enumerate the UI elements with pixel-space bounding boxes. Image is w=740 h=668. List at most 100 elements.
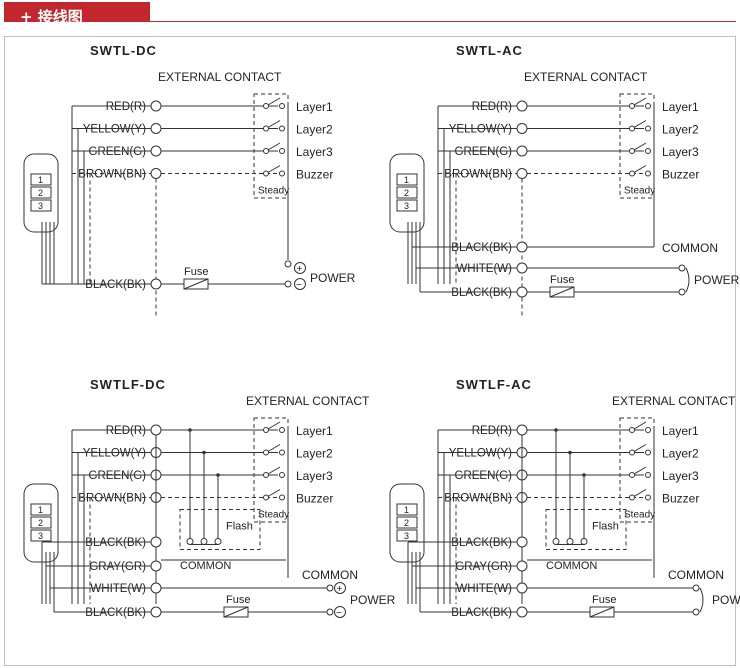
- wire-label: YELLOW(Y): [449, 124, 512, 136]
- wire-label: WHITE(W): [90, 583, 146, 595]
- wire-label: RED(R): [106, 425, 146, 437]
- minus-symbol: [294, 278, 306, 290]
- flash-terminal: [552, 538, 560, 545]
- flash-label: Flash: [226, 521, 253, 533]
- layer-label: Layer2: [296, 447, 333, 461]
- plus-symbol: [294, 262, 306, 274]
- external-contact-label: EXTERNAL CONTACT: [246, 394, 370, 408]
- wire-terminal: [516, 145, 528, 157]
- wire-terminal: [516, 123, 528, 134]
- tower-segment-label: 1: [38, 505, 43, 515]
- common-inner-label: COMMON: [180, 560, 231, 572]
- common-inner-label: COMMON: [546, 560, 597, 572]
- wire-terminal: [516, 606, 528, 618]
- steady-label: Steady: [624, 186, 655, 197]
- wire-label: RED(R): [106, 101, 146, 113]
- junction-dot: [216, 473, 220, 477]
- contact-terminal: [263, 170, 269, 177]
- wire-label: BLACK(BK): [451, 607, 512, 619]
- contact-blade: [633, 489, 647, 497]
- tower-light-body: [389, 483, 425, 563]
- external-contact-label: EXTERNAL CONTACT: [158, 70, 282, 84]
- tower-light-segment: [396, 516, 418, 529]
- layer-label: Buzzer: [296, 492, 333, 506]
- contact-terminal: [263, 427, 269, 433]
- ac-bracket: [685, 267, 690, 293]
- tower-light-segment: [30, 503, 52, 516]
- fuse-label: Fuse: [592, 594, 616, 606]
- contact-blade: [633, 466, 647, 475]
- diagram-title: SWTLF-AC: [456, 377, 532, 392]
- flash-terminal: [186, 538, 194, 545]
- common-label: COMMON: [302, 568, 358, 582]
- contact-terminal: [629, 427, 635, 433]
- wire-terminal: [516, 536, 528, 548]
- wire-label: WHITE(W): [456, 583, 512, 595]
- wire-label: YELLOW(Y): [83, 124, 146, 136]
- steady-box: [253, 93, 289, 199]
- wire-terminal: [516, 424, 528, 436]
- tower-light-segment: [396, 529, 418, 542]
- contact-terminal: [629, 125, 635, 132]
- wire-terminal: [150, 145, 162, 157]
- tower-segment-label: 1: [404, 175, 409, 185]
- tower-segment-label: 2: [38, 518, 43, 528]
- layer-label: Buzzer: [296, 168, 333, 182]
- wire-terminal: [516, 262, 528, 274]
- fuse-label: Fuse: [184, 266, 208, 278]
- minus-sign: −: [336, 608, 342, 619]
- wire-label: GREEN(G): [455, 146, 513, 158]
- contact-blade: [633, 165, 647, 173]
- wire-terminal: [516, 560, 528, 572]
- contact-terminal: [263, 472, 269, 478]
- layer-label: Layer3: [296, 469, 333, 483]
- contact-terminal: [645, 494, 651, 501]
- flash-terminal: [566, 538, 574, 545]
- flash-terminal: [580, 538, 588, 545]
- power-label: POWER: [694, 273, 740, 287]
- wire-terminal: [516, 168, 528, 179]
- wire-terminal: [150, 536, 162, 548]
- layer-label: Buzzer: [662, 492, 699, 506]
- contact-blade: [267, 421, 281, 430]
- wire-terminal: [516, 241, 528, 253]
- steady-label: Steady: [258, 186, 289, 197]
- power-label: POWER: [712, 593, 740, 607]
- layer-label: Layer2: [662, 123, 699, 137]
- tower-segment-label: 3: [404, 201, 409, 211]
- diagram-title: SWTLF-DC: [90, 377, 166, 392]
- tower-segment-label: 1: [38, 175, 43, 185]
- wire-terminal: [150, 168, 162, 179]
- wire-terminal: [150, 560, 162, 572]
- power-terminal: [326, 608, 334, 616]
- fuse-mark: [549, 286, 575, 298]
- contact-terminal: [263, 125, 269, 132]
- contact-terminal: [279, 170, 285, 177]
- steady-label: Steady: [624, 510, 655, 521]
- junction-dot: [202, 450, 206, 455]
- layer-label: Buzzer: [662, 168, 699, 182]
- wire-label: BLACK(BK): [451, 287, 512, 299]
- steady-box: [619, 93, 655, 199]
- header-rule: [150, 21, 736, 22]
- contact-blade: [267, 444, 281, 452]
- flash-label: Flash: [592, 521, 619, 533]
- wire-label: RED(R): [472, 425, 512, 437]
- wire-label: BROWN(BN): [444, 169, 512, 181]
- minus-sign: −: [296, 280, 302, 291]
- wire-label: BLACK(BK): [85, 279, 146, 291]
- wire-label: YELLOW(Y): [449, 448, 512, 460]
- contact-terminal: [645, 148, 651, 154]
- fuse-label: Fuse: [226, 594, 250, 606]
- wire-terminal: [150, 278, 162, 290]
- tower-light-segment: [396, 503, 418, 516]
- fuse-mark: [589, 606, 615, 618]
- tower-light-segment: [30, 199, 52, 212]
- wire-label: YELLOW(Y): [83, 448, 146, 460]
- tower-light-body: [23, 483, 59, 563]
- diagram-frame: [4, 36, 736, 666]
- contact-terminal: [645, 103, 651, 109]
